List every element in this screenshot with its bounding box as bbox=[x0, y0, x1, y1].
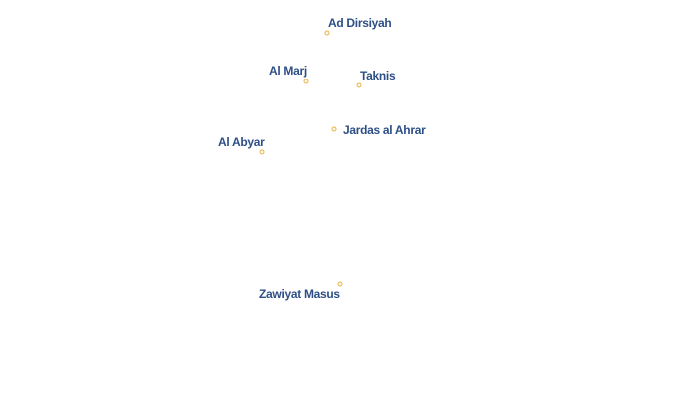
place-marker-jardas-al-ahrar[interactable] bbox=[331, 126, 337, 132]
place-marker-taknis[interactable] bbox=[356, 82, 362, 88]
place-label-taknis: Taknis bbox=[360, 69, 396, 83]
place-label-jardas-al-ahrar: Jardas al Ahrar bbox=[343, 123, 426, 137]
place-marker-al-marj[interactable] bbox=[303, 78, 309, 84]
place-label-ad-dirsiyah: Ad Dirsiyah bbox=[328, 16, 392, 30]
place-label-zawiyat-masus: Zawiyat Masus bbox=[259, 287, 340, 301]
place-label-al-marj: Al Marj bbox=[269, 64, 307, 78]
place-marker-zawiyat-masus[interactable] bbox=[337, 281, 343, 287]
place-marker-ad-dirsiyah[interactable] bbox=[324, 30, 330, 36]
place-marker-al-abyar[interactable] bbox=[259, 149, 265, 155]
place-label-al-abyar: Al Abyar bbox=[218, 135, 265, 149]
